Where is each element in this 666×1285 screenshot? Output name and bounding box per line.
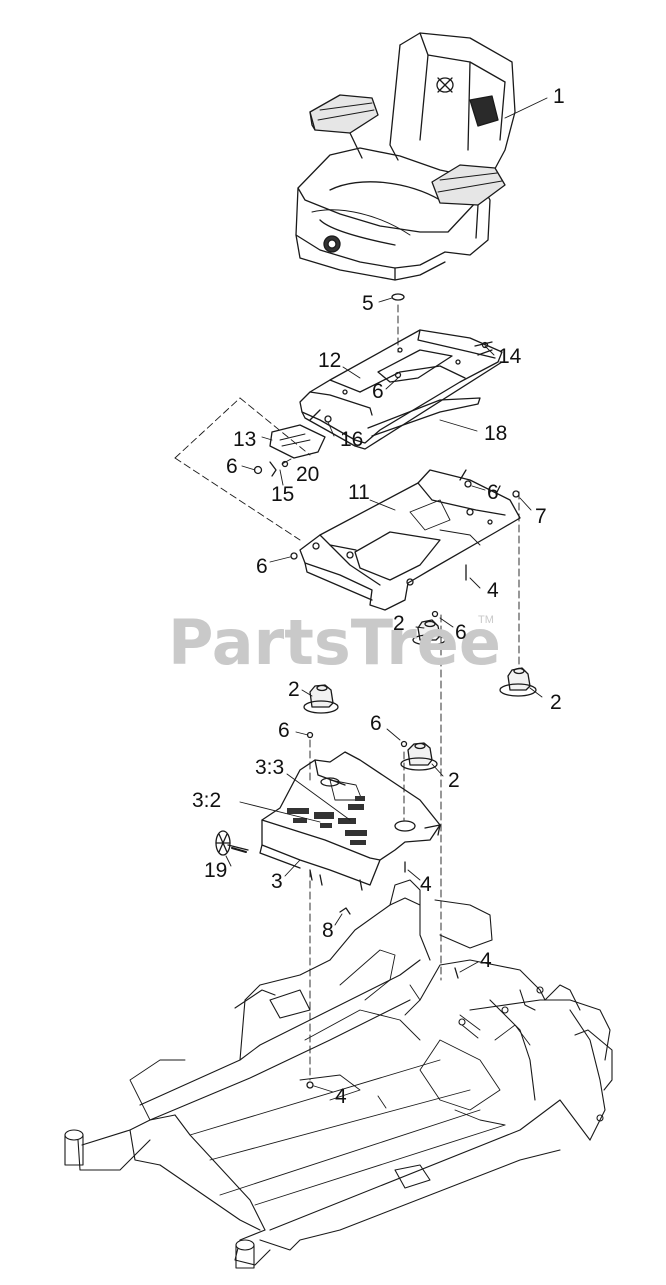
callout-2[interactable]: 2 <box>550 691 562 714</box>
callout-6[interactable]: 6 <box>372 380 384 403</box>
callout-1[interactable]: 1 <box>553 85 565 108</box>
callout-20[interactable]: 20 <box>296 463 320 486</box>
callout-18[interactable]: 18 <box>484 422 508 445</box>
callout-14[interactable]: 14 <box>498 345 522 368</box>
callout-6[interactable]: 6 <box>455 621 467 644</box>
assembly-centerlines <box>174 304 520 1081</box>
bolt-4-frame-bottom[interactable] <box>306 1081 314 1089</box>
callout-6[interactable]: 6 <box>278 719 290 742</box>
callout-6[interactable]: 6 <box>256 555 268 578</box>
bolt-4-frame-right[interactable] <box>454 967 459 979</box>
callout-3-3[interactable]: 3:3 <box>255 756 285 779</box>
callout-6[interactable]: 6 <box>487 481 499 504</box>
callout-13[interactable]: 13 <box>233 428 257 451</box>
callout-15[interactable]: 15 <box>271 483 295 506</box>
mower-frame[interactable] <box>64 879 613 1269</box>
callout-3-2[interactable]: 3:2 <box>192 789 222 812</box>
callout-8[interactable]: 8 <box>322 919 334 942</box>
callout-19[interactable]: 19 <box>204 859 228 882</box>
callout-6[interactable]: 6 <box>370 712 382 735</box>
bracket-13[interactable] <box>269 409 326 459</box>
callout-12[interactable]: 12 <box>318 349 342 372</box>
nut-6-right[interactable] <box>464 480 472 488</box>
adjustment-knob-19[interactable] <box>215 830 249 856</box>
callout-16[interactable]: 16 <box>340 428 364 451</box>
watermark: PartsTree <box>168 606 501 679</box>
seat-slide-plate[interactable] <box>299 329 503 450</box>
isolator-mounts[interactable] <box>303 610 537 771</box>
callout-4[interactable]: 4 <box>420 873 432 896</box>
callout-3[interactable]: 3 <box>271 870 283 893</box>
seat-mount-plate[interactable] <box>299 469 521 611</box>
callout-2[interactable]: 2 <box>448 769 460 792</box>
callout-4[interactable]: 4 <box>480 949 492 972</box>
bolt-7[interactable] <box>512 490 520 498</box>
callout-11[interactable]: 11 <box>348 481 370 504</box>
bolt-8[interactable] <box>339 907 351 915</box>
seat-assembly[interactable] <box>295 32 516 281</box>
seat-pan[interactable] <box>259 751 441 891</box>
callout-2[interactable]: 2 <box>393 612 405 635</box>
callout-4[interactable]: 4 <box>487 579 499 602</box>
leader-lines <box>225 97 548 1109</box>
callout-5[interactable]: 5 <box>362 292 374 315</box>
callout-2[interactable]: 2 <box>288 678 300 701</box>
callout-7[interactable]: 7 <box>535 505 547 528</box>
callout-6[interactable]: 6 <box>226 455 238 478</box>
callout-4[interactable]: 4 <box>335 1085 347 1108</box>
nut-6-left[interactable] <box>290 552 298 560</box>
washer-5[interactable] <box>391 293 405 301</box>
watermark-trademark: TM <box>478 614 494 626</box>
